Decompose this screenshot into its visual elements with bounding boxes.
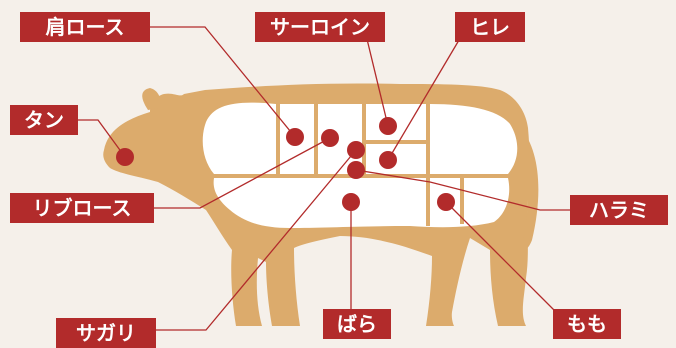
leader-harami <box>355 169 570 211</box>
dot-momo <box>437 193 455 211</box>
leader-kata-rosu <box>150 26 296 138</box>
dot-sagari <box>347 141 365 159</box>
dot-rib-rosu <box>321 129 339 147</box>
leader-sagari <box>156 149 357 331</box>
cut-markers <box>116 117 455 211</box>
leader-lines <box>78 26 570 331</box>
dot-tan <box>116 148 134 166</box>
label-hire: ヒレ <box>455 12 525 42</box>
dot-hire <box>379 151 397 169</box>
cow-tail <box>508 120 539 250</box>
label-bara: ばら <box>323 309 391 339</box>
label-sirloin: サーロイン <box>255 12 385 42</box>
leader-rib-rosu <box>154 137 331 209</box>
label-momo: もも <box>553 309 621 339</box>
lower-cut-panel <box>213 178 510 228</box>
leader-hire <box>387 34 463 161</box>
label-rib-rosu: リブロース <box>10 193 154 223</box>
cow-ear <box>142 88 161 110</box>
leader-momo <box>445 201 557 313</box>
dot-sirloin <box>379 117 397 135</box>
leader-tan <box>78 119 126 158</box>
dot-kata-rosu <box>286 128 304 146</box>
label-tan: タン <box>10 105 78 135</box>
leader-sirloin <box>365 34 389 127</box>
label-kata-rosu: 肩ロース <box>20 12 150 42</box>
label-sagari: サガリ <box>56 318 156 348</box>
label-harami: ハラミ <box>570 195 668 225</box>
dot-harami <box>347 161 365 179</box>
dot-bara <box>342 193 360 211</box>
